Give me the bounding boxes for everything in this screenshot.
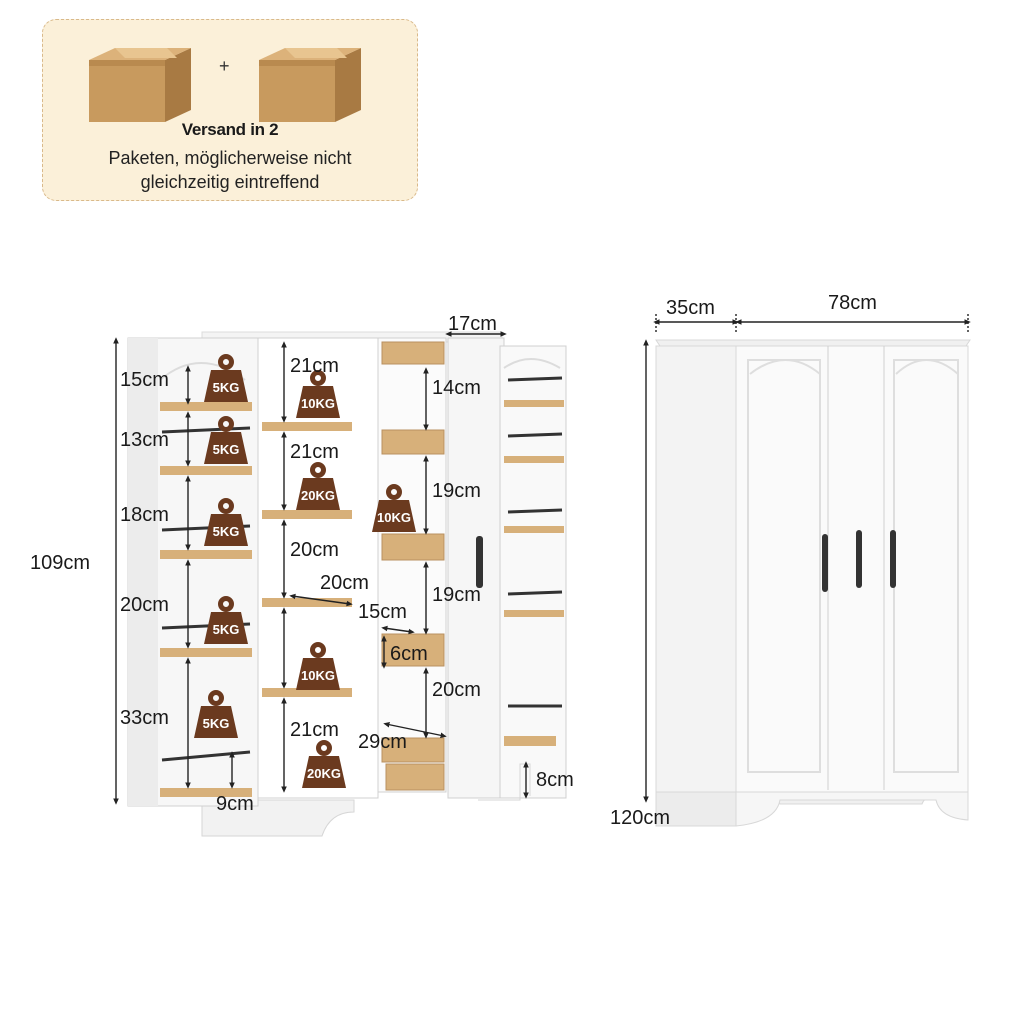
shipping-title: Versand in 2 (181, 120, 279, 139)
plus-sign: + (219, 56, 230, 76)
shipping-info-panel: + Versand in 2 Paketen, möglicherweise n… (42, 19, 418, 201)
dim-label: 15cm (120, 369, 169, 391)
shipping-line-2: gleichzeitig eintreffend (140, 172, 320, 192)
dim-label: 29cm (358, 731, 407, 753)
weight-label: 5KG (213, 622, 240, 637)
dim-label: 14cm (432, 377, 481, 399)
dim-label: 19cm (432, 584, 481, 606)
weight-label: 10KG (377, 510, 411, 525)
dim-label: 21cm (290, 719, 339, 741)
door-handle (890, 530, 896, 588)
dim-label: 20cm (120, 594, 169, 616)
dimension-lines (113, 331, 529, 805)
open-cabinet (127, 331, 567, 837)
dim-label: 20cm (290, 539, 339, 561)
dim-label: 9cm (216, 793, 254, 815)
weight-label: 5KG (213, 442, 240, 457)
depth-label: 35cm (666, 297, 715, 319)
dim-label: 19cm (432, 480, 481, 502)
weight-label: 20KG (307, 766, 341, 781)
shipping-line-1: Paketen, möglicherweise nicht (108, 148, 352, 168)
dim-label: 18cm (120, 504, 169, 526)
weight-label: 5KG (213, 524, 240, 539)
dim-label: 21cm (290, 355, 339, 377)
width-label: 78cm (828, 292, 877, 314)
door-handle (856, 530, 862, 588)
weight-label: 20KG (301, 488, 335, 503)
door-handle (822, 534, 828, 592)
dim-label: 8cm (536, 769, 574, 791)
dim-label: 20cm (432, 679, 481, 701)
dimension-labels: 109cm 15cm 13cm 18cm 20cm 33cm 9cm 21cm … (30, 313, 574, 815)
weight-label: 5KG (213, 380, 240, 395)
height-label: 120cm (610, 807, 670, 829)
total-height-label: 109cm (30, 552, 90, 574)
dim-label: 33cm (120, 707, 169, 729)
dim-label: 20cm (320, 572, 369, 594)
dim-label: 17cm (448, 313, 497, 335)
box-icon (89, 48, 191, 122)
weight-label: 10KG (301, 396, 335, 411)
box-icon (259, 48, 361, 122)
weight-label: 5KG (203, 716, 230, 731)
dim-label: 21cm (290, 441, 339, 463)
dim-label: 13cm (120, 429, 169, 451)
weight-label: 10KG (301, 668, 335, 683)
dim-label: 15cm (358, 601, 407, 623)
closed-cabinet (655, 339, 971, 827)
dim-label: 6cm (390, 643, 428, 665)
